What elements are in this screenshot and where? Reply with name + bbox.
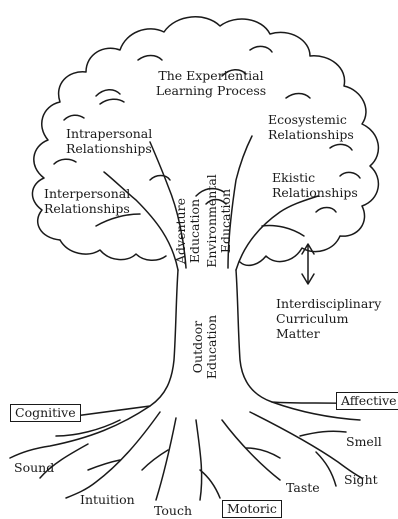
- adventure-line1: Adventure: [174, 176, 188, 286]
- environmental-education-label: Environmental Education: [205, 156, 235, 286]
- ekistic-line1: Ekistic: [272, 170, 358, 185]
- sense-sight: Sight: [344, 472, 378, 487]
- curriculum-line1: Interdisciplinary: [276, 296, 381, 311]
- environmental-line1: Environmental: [205, 156, 219, 286]
- sense-smell: Smell: [346, 434, 382, 449]
- interpersonal-relationships-label: Interpersonal Relationships: [44, 186, 130, 216]
- canopy-title-line1: The Experiential: [148, 68, 274, 83]
- interdisciplinary-curriculum-label: Interdisciplinary Curriculum Matter: [276, 296, 381, 341]
- trunk-left-edge: [60, 270, 178, 418]
- intrapersonal-relationships-label: Intrapersonal Relationships: [66, 126, 152, 156]
- outdoor-line1: Outdoor: [191, 304, 205, 390]
- sense-touch: Touch: [154, 503, 192, 518]
- cognitive-box: Cognitive: [10, 404, 81, 422]
- interpersonal-line2: Relationships: [44, 201, 130, 216]
- ecosystemic-line1: Ecosystemic: [268, 112, 354, 127]
- sense-sound: Sound: [14, 460, 54, 475]
- outdoor-line2: Education: [205, 304, 219, 390]
- interpersonal-line1: Interpersonal: [44, 186, 130, 201]
- canopy-title-line2: Learning Process: [148, 83, 274, 98]
- ekistic-relationships-label: Ekistic Relationships: [272, 170, 358, 200]
- curriculum-line3: Matter: [276, 326, 381, 341]
- canopy-outline-left: [60, 240, 166, 260]
- affective-box: Affective: [336, 392, 398, 410]
- outdoor-education-label: Outdoor Education: [191, 304, 221, 390]
- adventure-line2: Education: [188, 176, 202, 286]
- ekistic-line2: Relationships: [272, 185, 358, 200]
- ecosystemic-relationships-label: Ecosystemic Relationships: [268, 112, 354, 142]
- intrapersonal-line2: Relationships: [66, 141, 152, 156]
- motoric-box: Motoric: [222, 500, 282, 518]
- sense-taste: Taste: [286, 480, 320, 495]
- curriculum-line2: Curriculum: [276, 311, 381, 326]
- adventure-education-label: Adventure Education: [174, 176, 204, 286]
- canopy-title: The Experiential Learning Process: [148, 68, 274, 98]
- environmental-line2: Education: [219, 156, 233, 286]
- ecosystemic-line2: Relationships: [268, 127, 354, 142]
- sense-intuition: Intuition: [80, 492, 135, 507]
- intrapersonal-line1: Intrapersonal: [66, 126, 152, 141]
